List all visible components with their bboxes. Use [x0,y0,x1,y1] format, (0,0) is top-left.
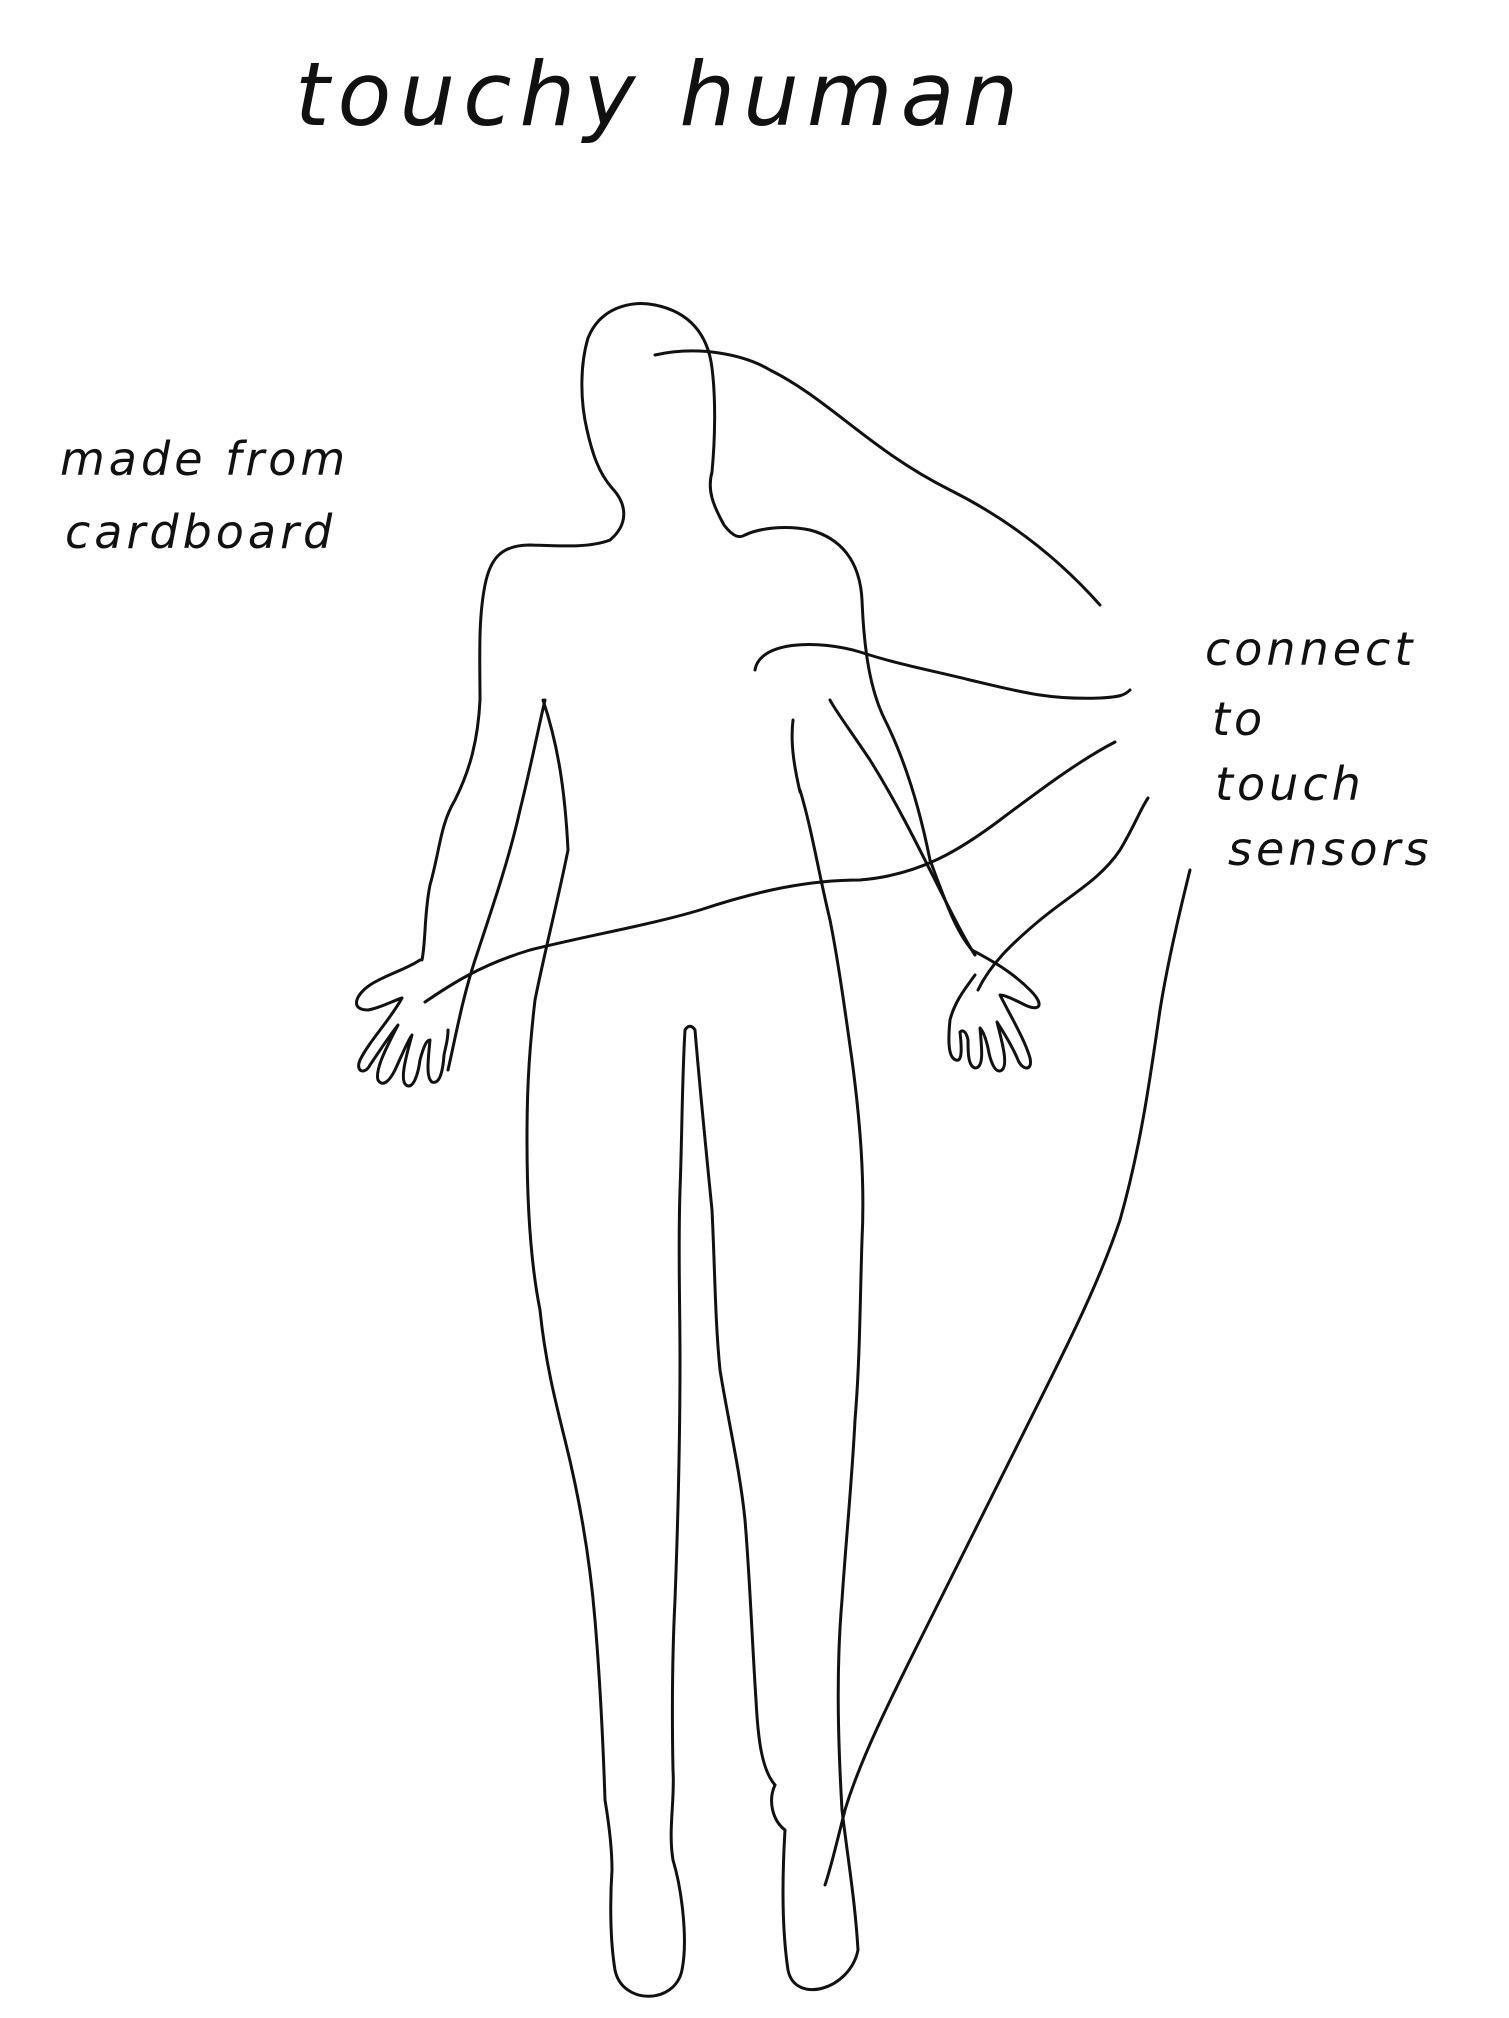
right-body-outline [770,788,865,1992]
wire-foot [823,868,1192,1887]
left-body-outline [420,538,612,962]
wire-right-hand [976,796,1150,992]
human-figure [355,302,1041,1998]
connection-note: connect to touch sensors [1205,622,1432,876]
material-note: made from cardboard [60,432,349,559]
left-arm-inner-outline [446,698,547,1072]
head-outline [580,302,747,542]
left-hand [355,958,450,1088]
sketch-title: touchy human [295,43,1026,146]
connection-note-line-1: connect [1205,622,1416,676]
right-arm-inner-bridge [790,718,802,794]
wire-chest [753,643,1132,700]
material-note-line-1: made from [60,432,349,486]
right-hand [947,948,1041,1073]
inner-leg-outline [670,1024,777,1787]
connection-note-line-2: to [1212,692,1266,746]
right-shoulder-outline [743,526,974,952]
left-torso-outline [525,698,686,1998]
wire-left-hand [423,740,1117,1004]
sensor-wires [423,349,1192,1887]
right-arm-inner-outline [828,698,977,957]
connection-note-line-4: sensors [1228,822,1432,876]
connection-note-line-3: touch [1215,757,1365,811]
wire-head [653,349,1102,607]
material-note-line-2: cardboard [65,505,336,559]
